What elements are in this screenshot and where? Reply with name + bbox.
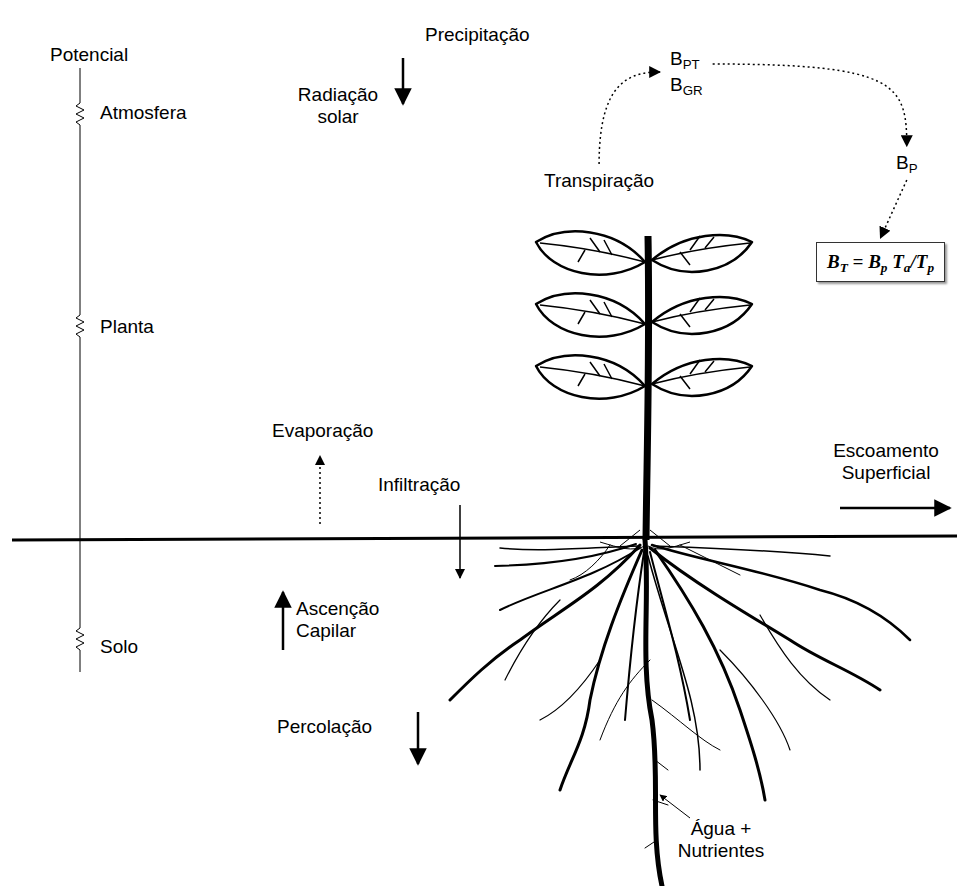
text-label: Radiação solar	[283, 84, 393, 128]
text-label: Potencial	[50, 44, 128, 66]
text-label: Água + Nutrientes	[670, 818, 772, 862]
text-node: BP	[892, 150, 922, 176]
formula-text: BP	[896, 150, 918, 176]
text-node: Transpiração	[540, 168, 658, 194]
text-label: Precipitação	[425, 24, 530, 46]
formula-box: BT = Bp Ta/Tp	[816, 242, 945, 282]
text-node: BPTBGR	[666, 46, 707, 98]
dotted-arrow	[713, 64, 907, 146]
text-label: Planta	[100, 316, 154, 338]
dotted-arrow	[599, 72, 660, 164]
formula-text: BT = Bp Ta/Tp	[827, 249, 934, 275]
text-label: Percolação	[277, 716, 372, 738]
text-label: Atmosfera	[100, 102, 187, 124]
formula-text: BPT	[670, 46, 703, 72]
text-label: Ascenção Capilar	[296, 598, 396, 642]
text-label: Solo	[100, 636, 138, 658]
text-label: Escoamento Superficial	[818, 440, 954, 484]
text-label: Evaporação	[272, 420, 373, 442]
text-label: Infiltração	[378, 474, 460, 496]
dotted-arrow	[881, 180, 907, 238]
formula-text: BGR	[670, 72, 703, 98]
node-text: Transpiração	[544, 168, 654, 194]
